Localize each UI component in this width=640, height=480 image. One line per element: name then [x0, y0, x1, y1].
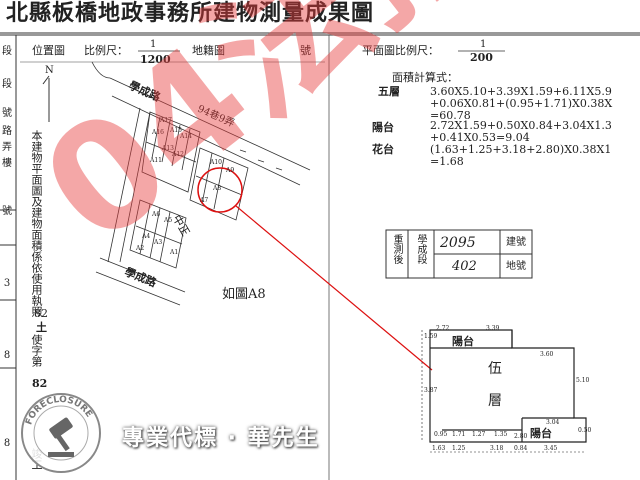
dim-label: 3.04: [546, 419, 560, 426]
document-title: 北縣板橋地政事務所建物測量成果圖: [6, 0, 375, 26]
plan-scale-denominator: 200: [470, 51, 493, 64]
room-char: 層: [488, 393, 502, 409]
map-scale-label: 比例尺：: [84, 44, 128, 57]
lot-label: A7: [200, 197, 209, 204]
north-label: N: [45, 65, 54, 76]
dim-label: 3.87: [424, 387, 438, 394]
dim-label: 0.84: [514, 445, 528, 452]
dim-label: 2.80: [514, 433, 528, 440]
left-cell: 3: [3, 278, 11, 289]
lot-label: A4: [142, 233, 151, 240]
foreclosure-badge-logo: FORECLOSURE: [21, 393, 101, 473]
lot-label: A11: [150, 157, 162, 164]
left-cell: 8: [3, 350, 11, 361]
map-scale-numerator: 1: [150, 39, 157, 50]
lot-label: A12: [172, 151, 184, 158]
lot-label: A16: [152, 129, 164, 136]
room-char: 伍: [488, 361, 502, 377]
location-map-label: 位置圖: [32, 44, 65, 57]
dim-label: 1.27: [472, 431, 486, 438]
left-cell: 8: [3, 438, 11, 449]
cadastral-map-label: 地籍圖: [192, 44, 225, 57]
lot-label: A3: [154, 239, 163, 246]
left-cell: 段: [2, 79, 12, 90]
flower-label: 花台: [372, 143, 394, 156]
lot-label: A6: [152, 211, 161, 218]
balcony-line: 2.72X1.59+0.50X0.84+3.04X1.3: [430, 119, 612, 132]
agent-banner: 專業代標 · 華先生: [122, 426, 320, 451]
left-bottom-number: 82: [34, 307, 48, 320]
floor5-line: +0.06X0.81+(0.95+1.71)X0.38X: [430, 97, 613, 110]
lot-label: A2: [136, 245, 145, 252]
dim-label: 3.39: [486, 325, 500, 332]
formula-label: 面積計算式：: [392, 71, 458, 84]
floor5-label: 五層: [378, 85, 400, 98]
stamp-cell: 學成段: [415, 234, 426, 264]
vertical-note: 本建物平面圖及建物面積係依使用執照: [30, 130, 43, 317]
dim-label: 3.45: [544, 445, 558, 452]
plan-scale-numerator: 1: [480, 39, 487, 50]
dim-label: 2.72: [436, 325, 450, 332]
figure-caption: 如圖A8: [222, 287, 266, 302]
lot-label: A10: [210, 159, 222, 166]
land-number-label: 地號: [506, 261, 526, 272]
balcony-label: 陽台: [372, 121, 394, 134]
stamp-cell: 重測後: [391, 234, 402, 264]
left-cell: 段: [2, 46, 12, 57]
left-cell: 號: [2, 206, 12, 217]
flower-line: =1.68: [430, 155, 464, 168]
floor5-line: 3.60X5.10+3.39X1.59+6.11X5.9: [430, 85, 612, 98]
dim-label: 3.18: [490, 445, 504, 452]
lot-label: A14: [180, 133, 192, 140]
dim-label: 1.35: [494, 431, 508, 438]
dim-label: 1.59: [424, 333, 438, 340]
number-label: 號: [300, 44, 311, 57]
dim-label: 1.25: [452, 445, 466, 452]
balcony-line: +0.41X0.53=9.04: [430, 131, 530, 144]
left-bottom-number-2: 82: [32, 377, 48, 390]
lot-label-a8: A8: [213, 185, 222, 192]
building-number-label: 建號: [506, 237, 526, 248]
left-cell: 弄: [2, 142, 12, 153]
left-cell: 號: [2, 108, 12, 119]
flower-line: (1.63+1.25+3.18+2.80)X0.38X1: [430, 143, 612, 156]
left-bottom-words: 使字第: [30, 334, 43, 367]
left-cell: 路: [2, 126, 12, 137]
lot-label: A5: [164, 217, 173, 224]
balcony-bottom-label: 陽台: [530, 427, 552, 440]
land-number: 402: [452, 259, 477, 274]
map-scale-denominator: 1200: [140, 53, 171, 66]
dim-label: 5.10: [576, 377, 590, 384]
dim-label: 3.60: [540, 351, 554, 358]
balcony-top-label: 陽台: [452, 335, 474, 348]
dim-label: 0.95: [434, 431, 448, 438]
building-number: 2095: [440, 235, 476, 251]
plan-scale-label: 平面圖比例尺：: [362, 44, 439, 57]
lot-label: A1: [170, 249, 179, 256]
left-bottom-char: 土: [36, 321, 47, 334]
left-cell: 樓: [2, 158, 12, 169]
dim-label: 1.71: [452, 431, 466, 438]
dim-label: 0.50: [578, 427, 592, 434]
floor5-line: =60.78: [430, 109, 471, 122]
lot-label: A15: [170, 127, 182, 134]
dim-label: 1.63: [432, 445, 446, 452]
lot-label: A9: [226, 167, 235, 174]
lot-label: A17: [160, 117, 172, 124]
lot-label: A13: [162, 145, 174, 152]
